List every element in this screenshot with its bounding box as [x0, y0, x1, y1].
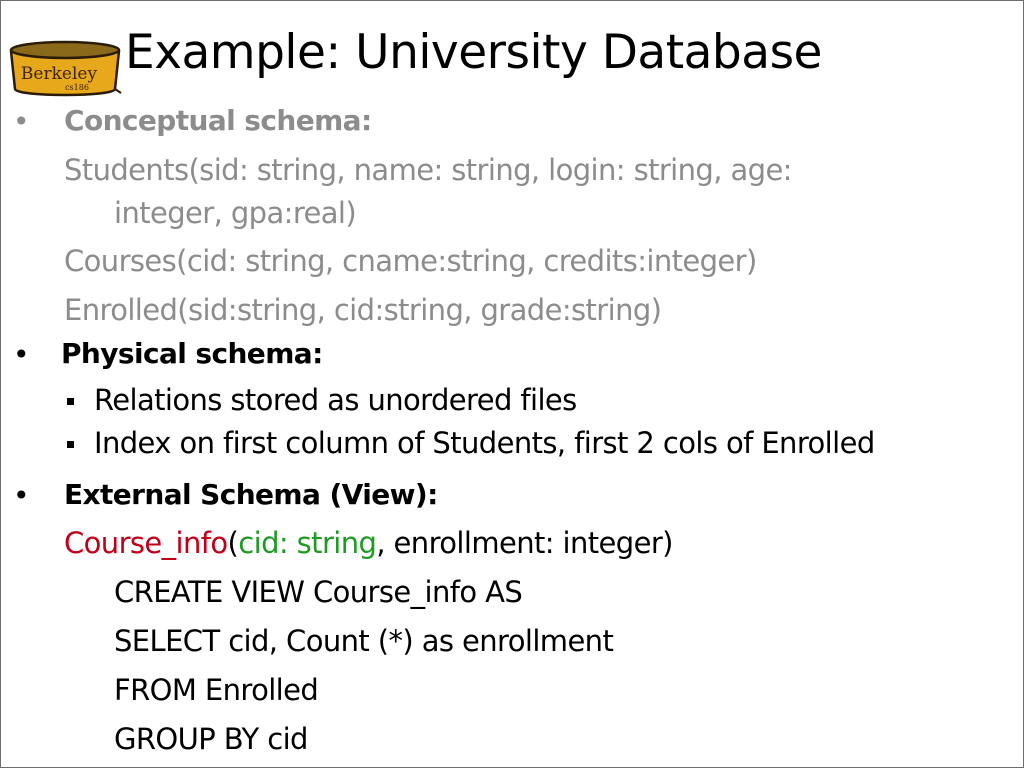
- students-schema-line-cont: integer, gpa:real): [114, 196, 357, 230]
- conceptual-schema-heading: Conceptual schema:: [64, 104, 372, 137]
- view-open-paren: (: [227, 526, 239, 560]
- sql-line: GROUP BY cid: [114, 722, 308, 756]
- berkeley-cs186-logo-icon: Berkeley cs186: [9, 40, 122, 97]
- physical-schema-heading: Physical schema:: [61, 337, 323, 370]
- svg-text:cs186: cs186: [65, 83, 89, 92]
- view-rest-fields: , enrollment: integer): [376, 526, 673, 560]
- students-schema-line: Students(sid: string, name: string, logi…: [64, 153, 792, 187]
- square-bullet-icon: [67, 441, 74, 448]
- sql-line: FROM Enrolled: [114, 673, 319, 707]
- physical-item: Index on first column of Students, first…: [94, 426, 875, 460]
- square-bullet-icon: [67, 398, 74, 405]
- enrolled-schema-line: Enrolled(sid:string, cid:string, grade:s…: [64, 293, 662, 327]
- external-schema-heading: External Schema (View):: [64, 478, 438, 511]
- sql-line: CREATE VIEW Course_info AS: [114, 575, 523, 609]
- bullet-icon: •: [13, 479, 30, 512]
- courses-schema-line: Courses(cid: string, cname:string, credi…: [64, 244, 757, 278]
- view-signature: Course_info(cid: string, enrollment: int…: [64, 526, 673, 560]
- bullet-icon: •: [13, 105, 30, 138]
- bullet-icon: •: [13, 338, 30, 371]
- physical-item: Relations stored as unordered files: [94, 383, 577, 417]
- slide-title: Example: University Database: [125, 25, 822, 80]
- view-key-field: cid: string: [238, 526, 377, 560]
- view-name: Course_info: [64, 526, 228, 560]
- sql-line: SELECT cid, Count (*) as enrollment: [114, 624, 614, 658]
- svg-text:Berkeley: Berkeley: [21, 64, 98, 84]
